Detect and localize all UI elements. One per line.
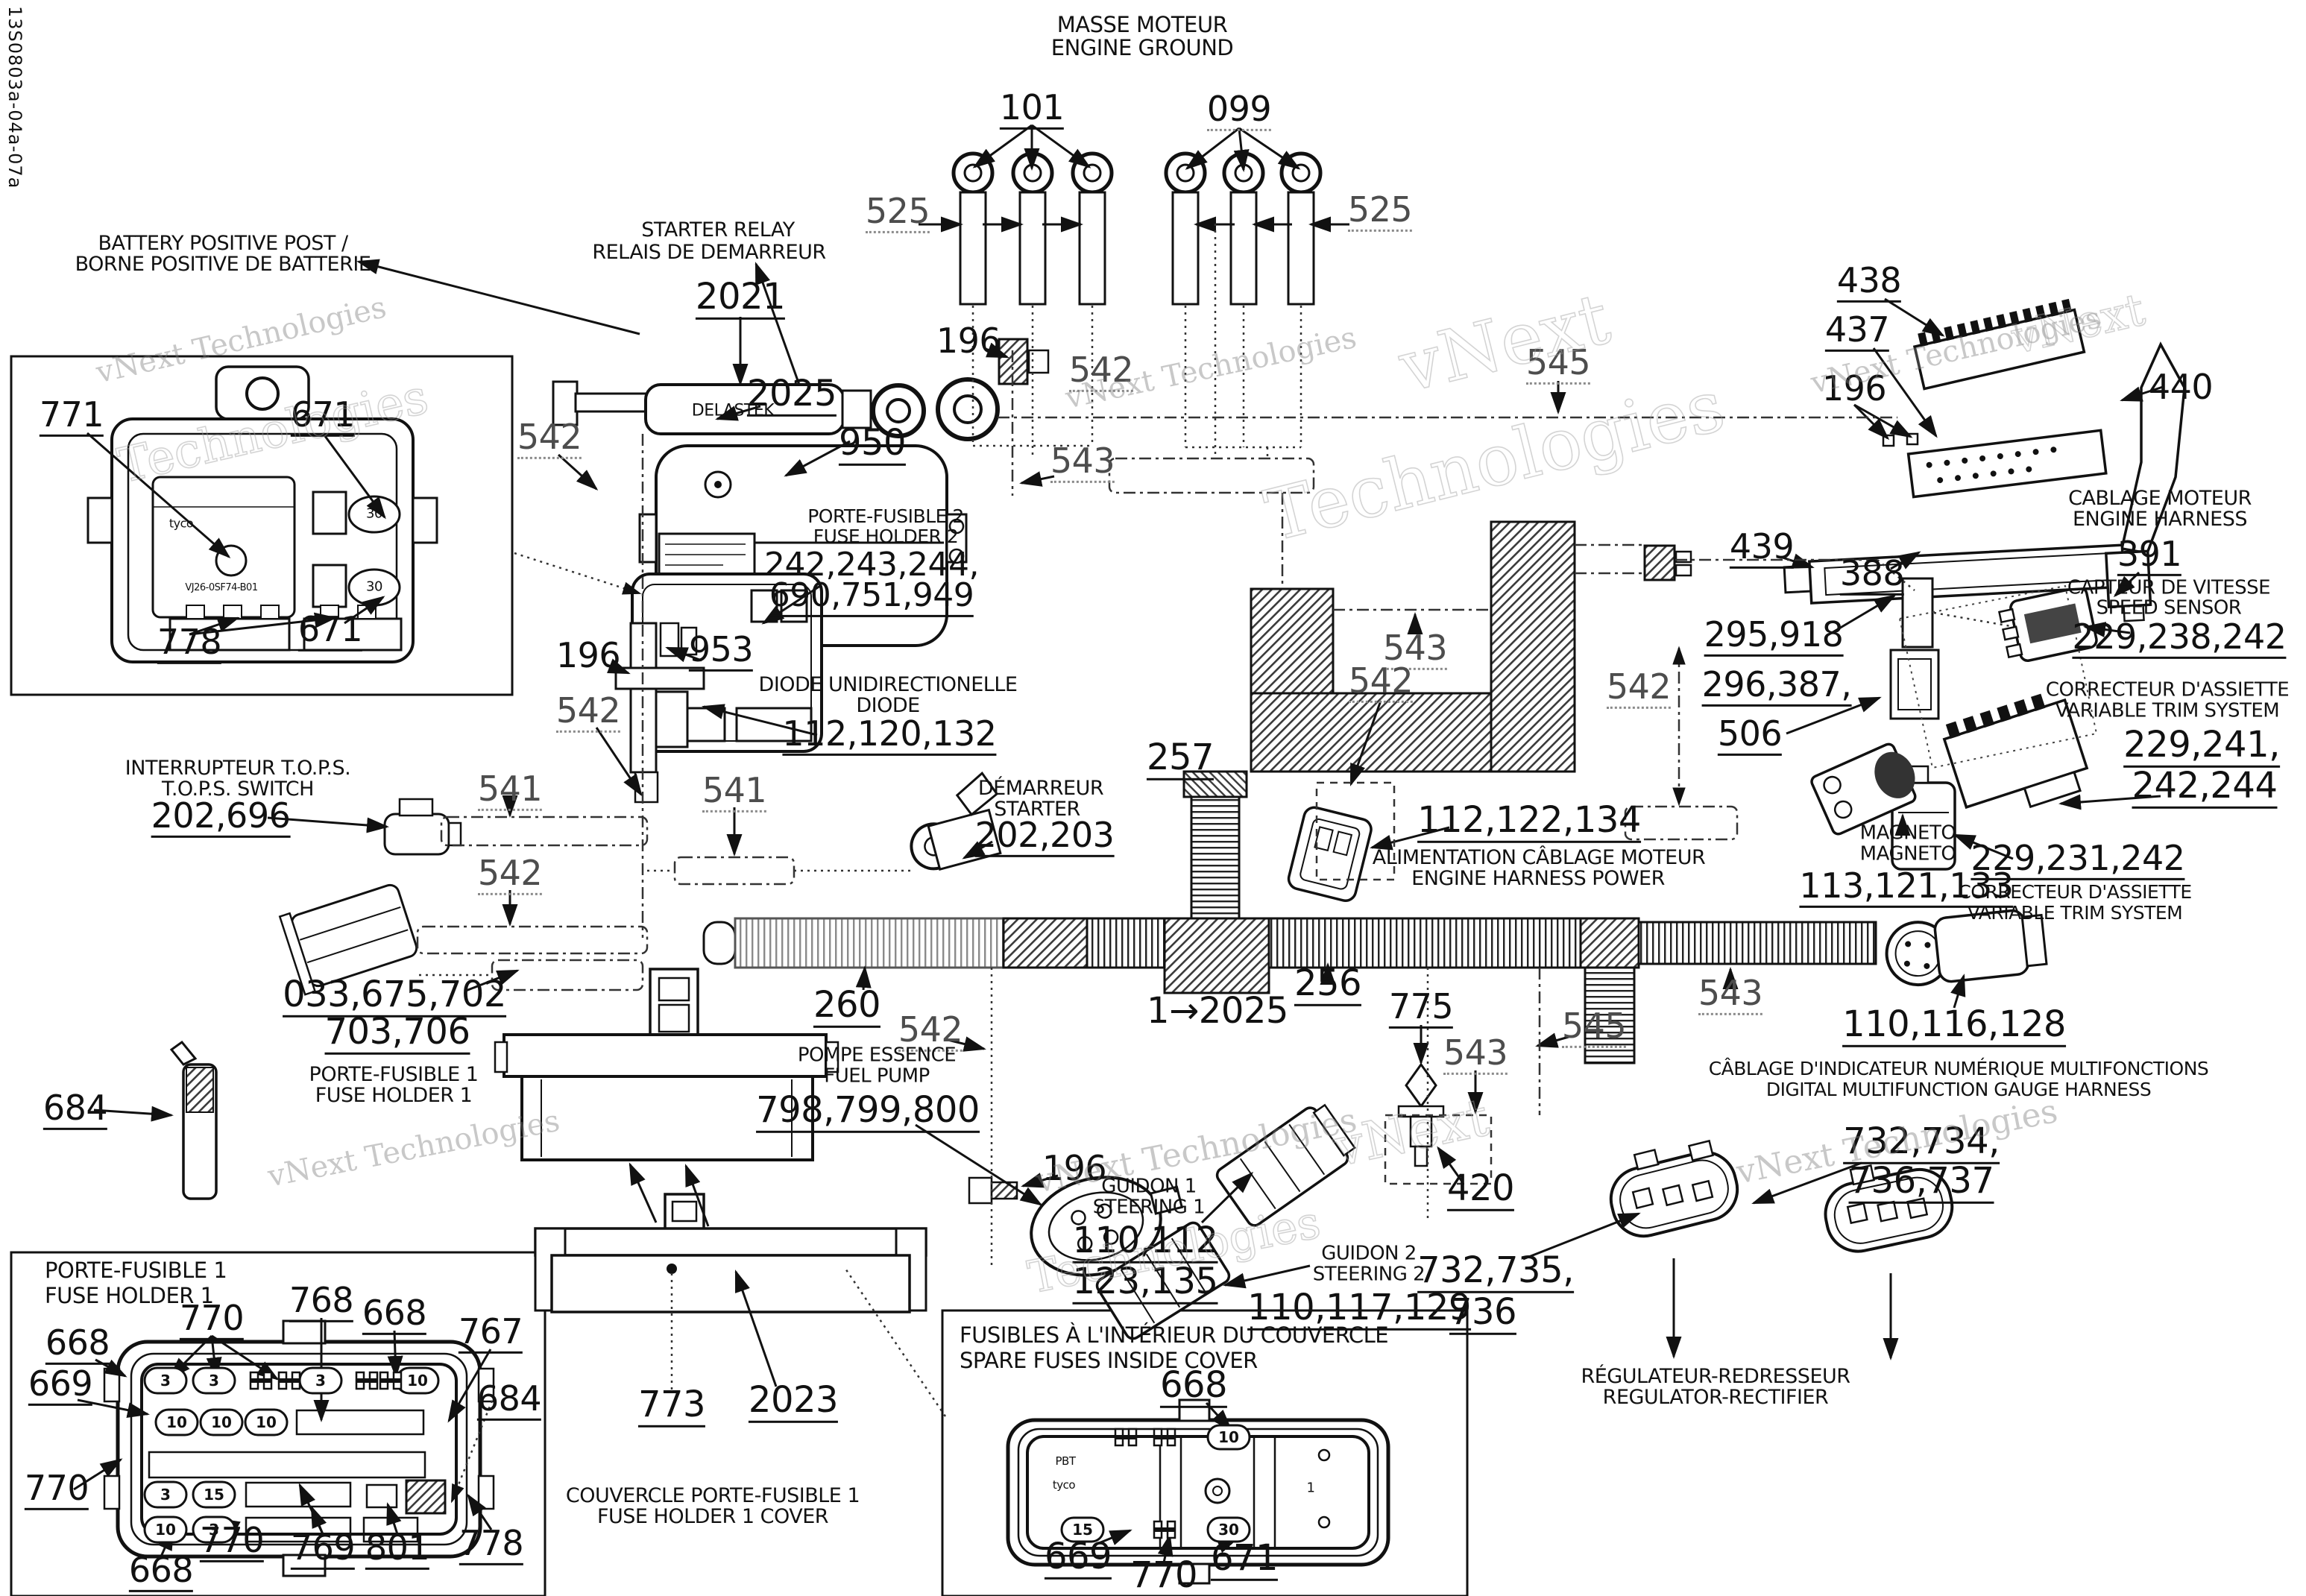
inset-fuse-holder1-detail-box xyxy=(10,1251,546,1596)
fuse-clip xyxy=(379,1371,403,1390)
speed-sensor-connector xyxy=(1997,586,2098,662)
fuse-3: 3 xyxy=(192,1515,236,1544)
svg-text:15: 15 xyxy=(1072,1521,1093,1539)
fuel-pump-connector xyxy=(1030,1176,1184,1277)
leader-lines xyxy=(73,124,2164,1563)
tops-switch xyxy=(383,798,462,856)
svg-text:10: 10 xyxy=(166,1413,187,1431)
main-corrugated-harness xyxy=(702,917,1877,1064)
starter-relay xyxy=(644,377,1000,441)
svg-text:3: 3 xyxy=(160,1372,171,1390)
fuse-3: 3 xyxy=(192,1366,236,1395)
diagnostic-connector xyxy=(278,883,418,996)
fuse-10: 10 xyxy=(395,1366,440,1395)
gauge-harness-connector xyxy=(1885,909,2048,987)
spare-fuse-10: 10 xyxy=(1206,1424,1251,1451)
phantom-outlines xyxy=(416,457,2098,1185)
fuse-holder1-box xyxy=(494,968,839,1161)
harness-bracket-440 xyxy=(2120,341,2186,555)
starter-motor xyxy=(910,771,1002,871)
engine-harness-connector-437 xyxy=(1906,429,2108,499)
svg-text:10: 10 xyxy=(256,1413,277,1431)
svg-text:10: 10 xyxy=(211,1413,232,1431)
connector-296-387-506 xyxy=(1889,649,1940,720)
fuse-clip xyxy=(1114,1428,1138,1447)
fuse-3: 3 xyxy=(143,1480,188,1509)
fuse-10: 10 xyxy=(244,1408,289,1436)
connector-196-fuel xyxy=(968,1176,1018,1205)
svg-text:10: 10 xyxy=(155,1521,176,1539)
svg-text:10: 10 xyxy=(407,1372,428,1390)
fuse-3: 3 xyxy=(143,1366,188,1395)
harness-power-connector xyxy=(1287,806,1373,902)
svg-text:30: 30 xyxy=(1218,1521,1239,1539)
fuse-10: 10 xyxy=(199,1408,244,1436)
fuse-clip xyxy=(355,1371,379,1390)
document-id: 13S0803a-04a-07a xyxy=(4,6,25,189)
spare-fuse-30: 30 xyxy=(1206,1516,1251,1543)
regulator-connector2 xyxy=(1824,1164,1954,1253)
svg-text:3: 3 xyxy=(209,1521,219,1539)
fuse-clip xyxy=(277,1371,301,1390)
connector-196-top xyxy=(998,338,1050,385)
svg-text:3: 3 xyxy=(160,1486,171,1504)
svg-text:3: 3 xyxy=(209,1372,219,1390)
svg-text:15: 15 xyxy=(204,1486,224,1504)
trim-connector1 xyxy=(1942,693,2089,810)
harness-junction-block xyxy=(1163,520,1576,994)
fuse-clip xyxy=(1153,1428,1176,1447)
fuse-clip xyxy=(249,1371,273,1390)
engine-harness-connector-438 xyxy=(1912,298,2086,391)
svg-text:10: 10 xyxy=(1218,1428,1239,1446)
svg-text:3: 3 xyxy=(315,1372,326,1390)
spare-fuses-cover xyxy=(1006,1398,1390,1585)
strap-684 xyxy=(169,1040,218,1200)
fuse-holder1-cover xyxy=(534,1193,927,1313)
inset-fuse-holder1-topview-box xyxy=(10,355,514,696)
magneto-connector xyxy=(1810,742,1917,836)
inset-spare-fuses-box xyxy=(941,1309,1469,1596)
spare-fuse-15: 15 xyxy=(1060,1516,1105,1543)
fuse-values: 3 3 3 10 10 10 10 3 15 10 3 10 15 30 xyxy=(143,1366,1251,1544)
fuse-holder1-topview xyxy=(86,365,438,663)
fuse-3: 3 xyxy=(298,1366,343,1395)
battery-positive-post xyxy=(552,380,649,426)
steering1-connector xyxy=(1215,1103,1356,1227)
fuse-10: 10 xyxy=(143,1515,188,1544)
fuse-10: 10 xyxy=(154,1408,199,1436)
ring-terminals xyxy=(951,151,1323,306)
connector-196-right xyxy=(1643,544,1692,581)
harness-base-388 xyxy=(1783,543,2152,622)
fuse-clip xyxy=(1153,1520,1176,1539)
fuse-15: 15 xyxy=(192,1480,236,1509)
regulator-connector1 xyxy=(1609,1139,1739,1238)
